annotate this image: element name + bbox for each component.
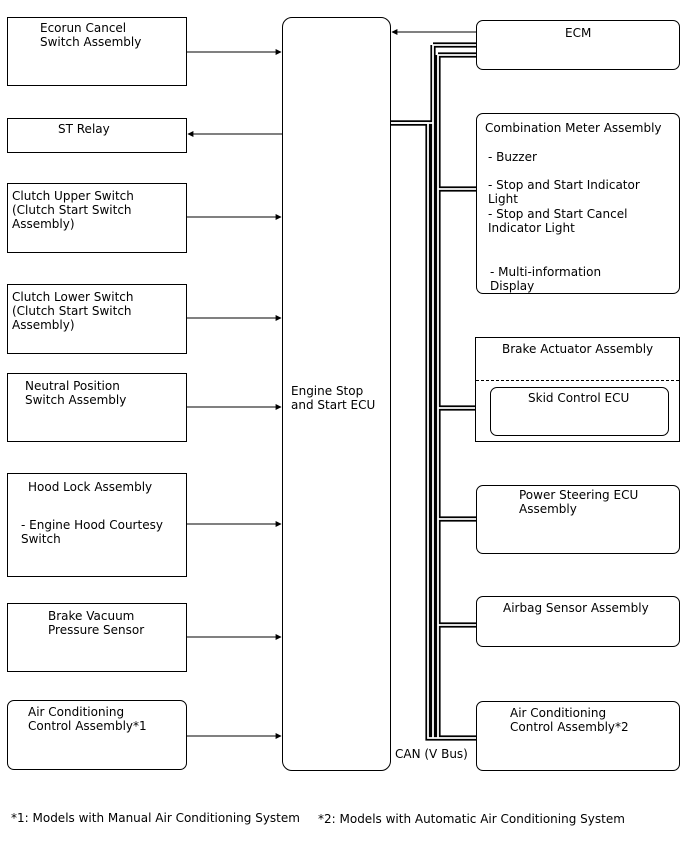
clutch-lower-switch-label: Clutch Lower Switch (Clutch Start Switch… bbox=[12, 290, 134, 332]
can-bus-label: CAN (V Bus) bbox=[395, 747, 468, 761]
footnote-auto-ac: *2: Models with Automatic Air Conditioni… bbox=[318, 812, 625, 826]
ecorun-cancel-switch-label: Ecorun Cancel Switch Assembly bbox=[40, 21, 142, 49]
clutch-upper-switch-label: Clutch Upper Switch (Clutch Start Switch… bbox=[12, 189, 134, 231]
power-steering-ecu-label: Power Steering ECU Assembly bbox=[519, 488, 639, 516]
brake-actuator-box: Brake Actuator Assembly Skid Control ECU bbox=[475, 337, 680, 442]
engine-stop-start-ecu-label: Engine Stop and Start ECU bbox=[291, 384, 376, 412]
multi-information-display-label: - Multi-information Display bbox=[490, 265, 602, 293]
brake-actuator-divider bbox=[476, 380, 679, 381]
can-bus-lines-inner bbox=[390, 44, 490, 739]
combination-meter-box: Combination Meter Assembly - Buzzer - St… bbox=[476, 113, 680, 294]
stop-start-indicator-label: - Stop and Start Indicator Light bbox=[488, 178, 640, 206]
ecorun-cancel-switch-box: Ecorun Cancel Switch Assembly bbox=[7, 17, 187, 86]
st-relay-label: ST Relay bbox=[58, 122, 110, 136]
ecm-box: ECM bbox=[476, 20, 680, 70]
hood-lock-box: Hood Lock Assembly - Engine Hood Courtes… bbox=[7, 473, 187, 577]
neutral-position-switch-label: Neutral Position Switch Assembly bbox=[25, 379, 127, 407]
hood-lock-label: Hood Lock Assembly bbox=[28, 480, 153, 494]
st-relay-box: ST Relay bbox=[7, 118, 187, 153]
combination-meter-label: Combination Meter Assembly bbox=[485, 121, 662, 135]
ecm-label: ECM bbox=[565, 26, 592, 40]
ac-manual-control-box: Air Conditioning Control Assembly*1 bbox=[7, 700, 187, 770]
brake-actuator-label: Brake Actuator Assembly bbox=[502, 342, 654, 356]
skid-control-ecu-label: Skid Control ECU bbox=[528, 391, 630, 405]
engine-stop-start-ecu-box: Engine Stop and Start ECU bbox=[282, 17, 391, 771]
airbag-sensor-label: Airbag Sensor Assembly bbox=[503, 601, 649, 615]
ac-auto-control-box: Air Conditioning Control Assembly*2 bbox=[476, 701, 680, 771]
footnote-manual-ac: *1: Models with Manual Air Conditioning … bbox=[11, 811, 300, 825]
hood-courtesy-switch-label: - Engine Hood Courtesy Switch bbox=[21, 518, 163, 546]
ac-manual-control-label: Air Conditioning Control Assembly*1 bbox=[28, 705, 147, 733]
clutch-upper-switch-box: Clutch Upper Switch (Clutch Start Switch… bbox=[7, 183, 187, 253]
buzzer-label: - Buzzer bbox=[488, 150, 537, 164]
neutral-position-switch-box: Neutral Position Switch Assembly bbox=[7, 373, 187, 442]
stop-start-cancel-indicator-label: - Stop and Start Cancel Indicator Light bbox=[488, 207, 628, 235]
airbag-sensor-box: Airbag Sensor Assembly bbox=[476, 596, 680, 647]
power-steering-ecu-box: Power Steering ECU Assembly bbox=[476, 485, 680, 554]
brake-vacuum-sensor-label: Brake Vacuum Pressure Sensor bbox=[48, 609, 145, 637]
brake-vacuum-sensor-box: Brake Vacuum Pressure Sensor bbox=[7, 603, 187, 672]
clutch-lower-switch-box: Clutch Lower Switch (Clutch Start Switch… bbox=[7, 284, 187, 354]
skid-control-ecu-box: Skid Control ECU bbox=[490, 387, 669, 436]
ac-auto-control-label: Air Conditioning Control Assembly*2 bbox=[510, 706, 629, 734]
